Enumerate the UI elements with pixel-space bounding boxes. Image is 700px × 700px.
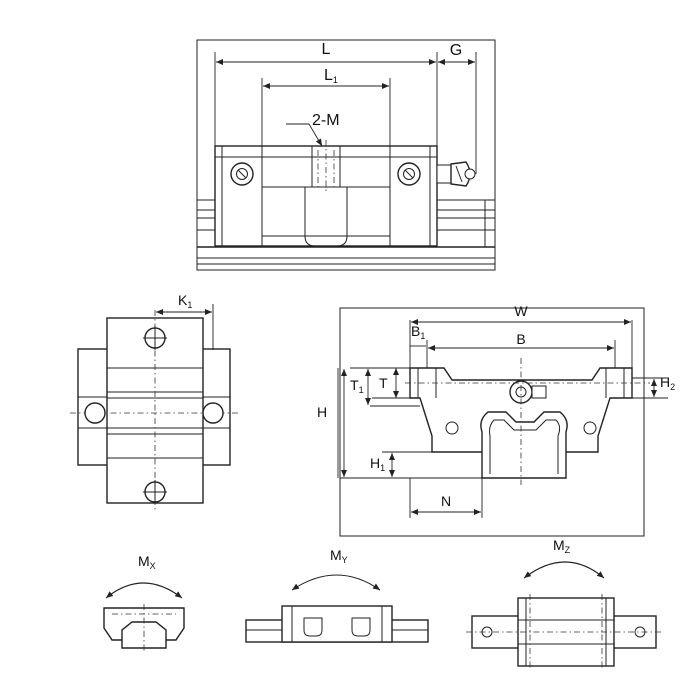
dim-H-label: H [317, 404, 327, 420]
rail-hole-right-icon [202, 402, 224, 424]
carriage-block-end [409, 367, 633, 453]
seal-screw-left-icon [445, 421, 459, 435]
mx-rotation-arrow-icon [105, 582, 183, 599]
dim-H1-label: H1 [370, 455, 385, 473]
bolt-right-icon [397, 162, 421, 186]
dim-K1-label: K1 [178, 292, 192, 310]
dim-L1-label: L1 [324, 67, 338, 85]
plan-view: K1 [70, 292, 238, 512]
end-view-frame [339, 307, 645, 537]
side-view-frame [196, 39, 496, 271]
grease-nipple-icon [436, 161, 476, 187]
dimension-lines-top [214, 52, 477, 174]
dim-H2-label: H2 [660, 374, 675, 392]
dim-L-label: L [322, 41, 331, 58]
moment-my-diagram [245, 574, 429, 643]
dim-W-label: W [514, 303, 528, 319]
mounting-hole-bottom-icon [143, 480, 167, 504]
dim-B1-label: B1 [411, 323, 425, 341]
rail-hole-left-icon [84, 402, 106, 424]
dim-N-label: N [441, 493, 451, 509]
seal-screw-right-icon [583, 421, 597, 435]
side-view: L L1 G 2-M [196, 39, 496, 271]
dim-T-label: T [379, 375, 388, 391]
mounting-hole-top-icon [143, 326, 167, 350]
moment-mx-diagram [103, 582, 185, 652]
bolt-left-icon [230, 162, 254, 186]
dim-2M-label: 2-M [312, 112, 340, 129]
moment-my-label: MY [330, 547, 348, 565]
moment-mx-label: MX [138, 553, 156, 571]
end-grease-nipple-icon [509, 380, 547, 404]
mz-rotation-arrow-icon [523, 561, 605, 579]
carriage-block-side [214, 140, 438, 247]
my-rotation-arrow-icon [291, 574, 381, 591]
dim-G-label: G [450, 42, 462, 59]
dim-T1-label: T1 [350, 377, 364, 395]
moment-mz-diagram [466, 561, 662, 670]
dim-B-label: B [516, 331, 525, 347]
rail-end [480, 411, 568, 479]
moment-mz-label: MZ [553, 537, 571, 555]
end-view [337, 307, 668, 537]
